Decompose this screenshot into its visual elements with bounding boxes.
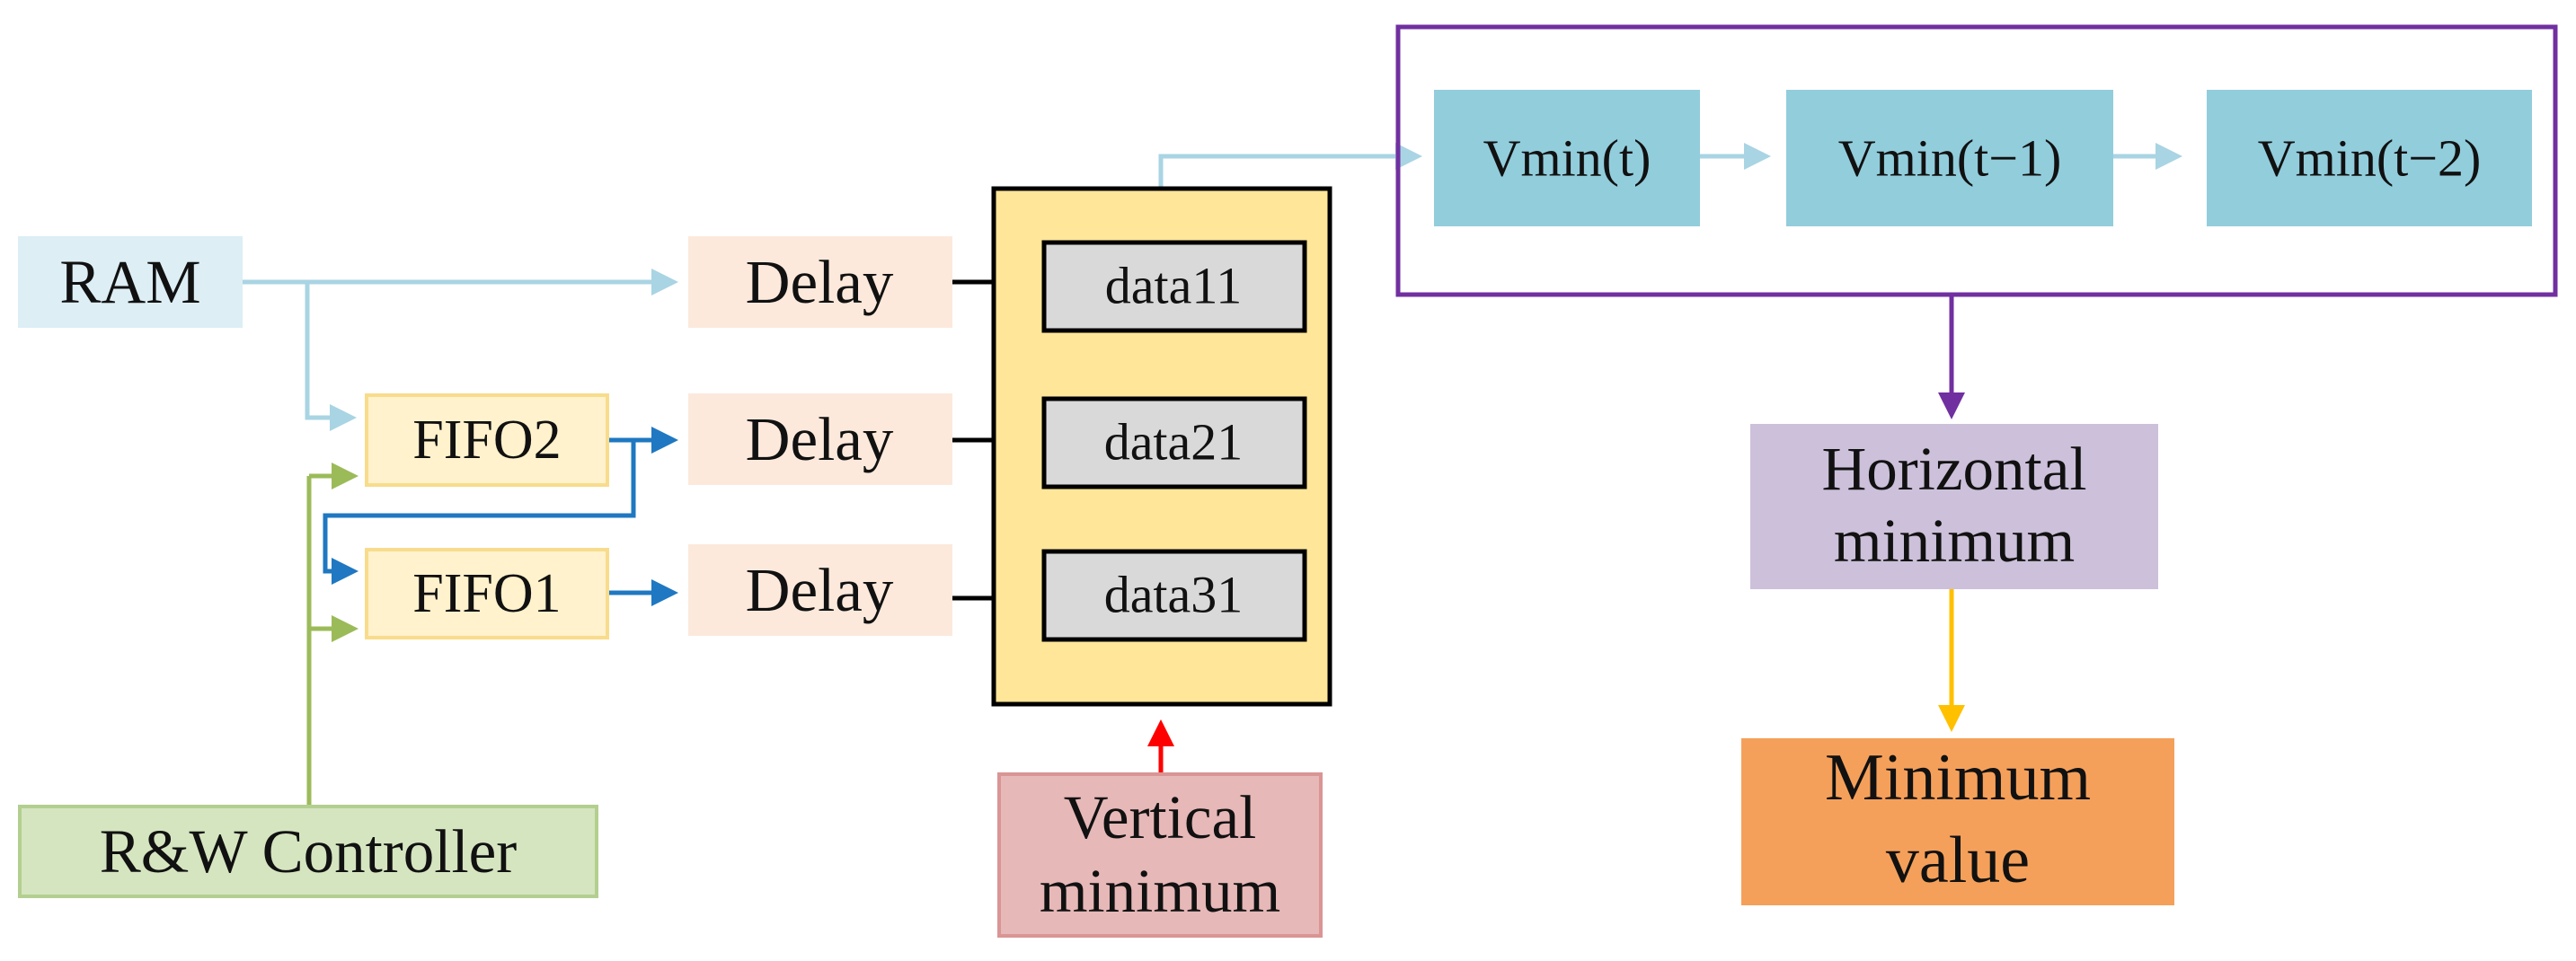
- vmin-t2-block: Vmin(t−2): [2207, 90, 2532, 226]
- data11-register: data11: [1041, 240, 1307, 333]
- controller-block: R&W Controller: [18, 805, 598, 898]
- fifo2-to-fifo1-arrow: [323, 440, 636, 585]
- vmin-group: Vmin(t) Vmin(t−1) Vmin(t−2): [1395, 24, 2558, 297]
- fifo2-label: FIFO2: [412, 410, 561, 471]
- register-to-vmin-arrow: [1158, 143, 1422, 187]
- delay3-label: Delay: [746, 556, 894, 624]
- ram-to-fifo2-arrow: [305, 282, 357, 431]
- minimum-value-block: Minimum value: [1741, 738, 2174, 905]
- fifo1-label: FIFO1: [412, 563, 561, 624]
- ram-label: RAM: [59, 248, 200, 316]
- controller-label: R&W Controller: [100, 817, 517, 886]
- delay2-label: Delay: [746, 405, 894, 473]
- vmin-t1-block: Vmin(t−1): [1786, 90, 2113, 226]
- data21-register: data21: [1041, 396, 1307, 489]
- vmin-t2-label: Vmin(t−2): [2258, 129, 2482, 188]
- horizontal-min-label-line2: minimum: [1834, 507, 2075, 575]
- delay2-block: Delay: [688, 393, 952, 485]
- ram-block: RAM: [18, 236, 243, 328]
- vmin-t1-label: Vmin(t−1): [1838, 129, 2062, 188]
- min-value-label-line2: value: [1886, 824, 2030, 897]
- vertical-min-label-line2: minimum: [1040, 857, 1280, 925]
- vertical-minimum-block: Vertical minimum: [997, 772, 1323, 938]
- min-value-label-line1: Minimum: [1825, 741, 2091, 815]
- horizontal-min-label-line1: Horizontal: [1821, 435, 2086, 503]
- vertical-min-label-line1: Vertical: [1064, 783, 1257, 851]
- fifo2-block: FIFO2: [365, 393, 609, 487]
- register-bank: data11 data21 data31: [991, 186, 1332, 707]
- data31-register: data31: [1041, 549, 1307, 642]
- connectors: [243, 143, 2182, 807]
- data31-label: data31: [1104, 566, 1244, 624]
- delay1-label: Delay: [746, 248, 894, 316]
- data11-label: data11: [1105, 257, 1242, 315]
- fifo1-block: FIFO1: [365, 548, 609, 639]
- data21-label: data21: [1104, 413, 1244, 472]
- delay1-block: Delay: [688, 236, 952, 328]
- vmin-t-block: Vmin(t): [1434, 90, 1700, 226]
- vmin-t-label: Vmin(t): [1483, 129, 1651, 188]
- horizontal-minimum-block: Horizontal minimum: [1750, 424, 2158, 589]
- delay3-block: Delay: [688, 544, 952, 636]
